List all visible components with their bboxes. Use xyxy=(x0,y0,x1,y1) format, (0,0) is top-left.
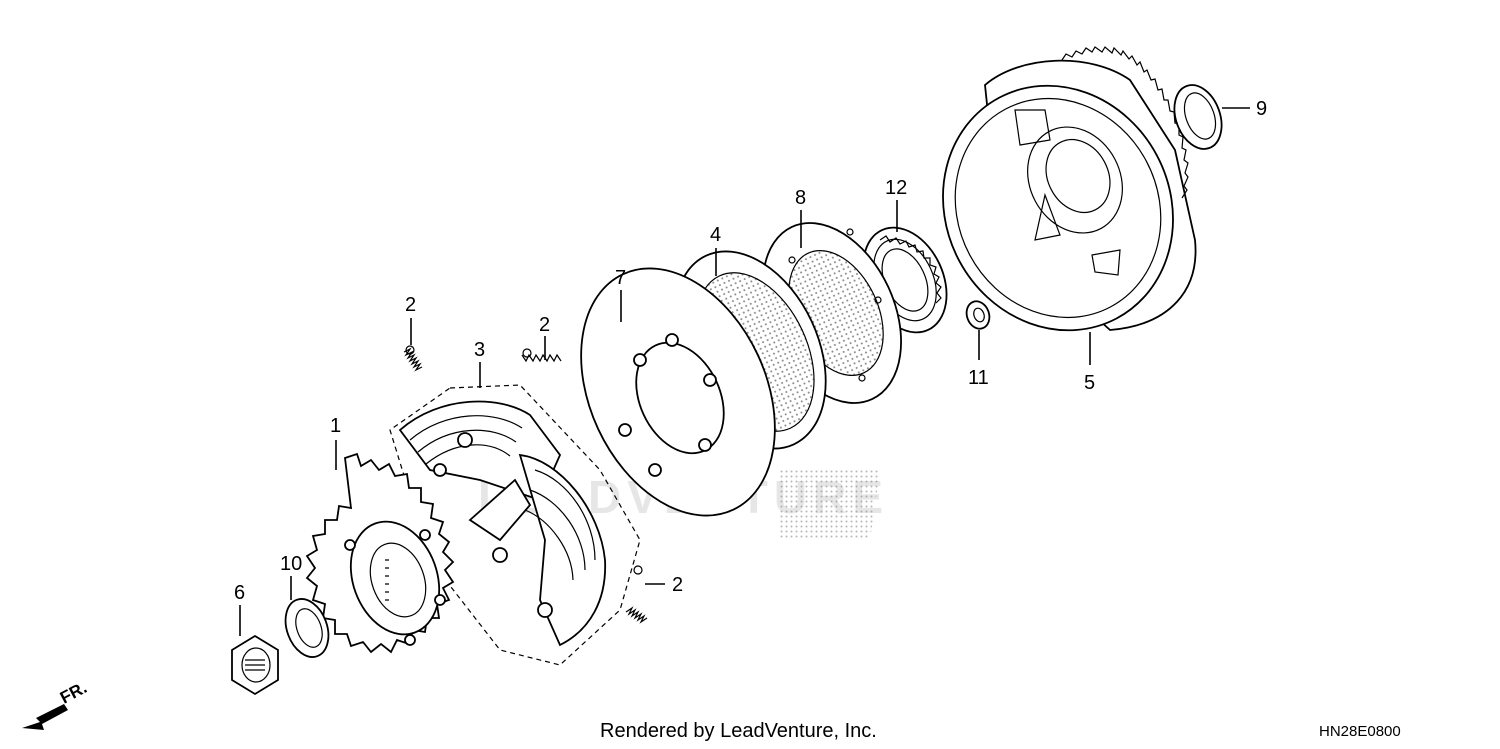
callout-8: 8 xyxy=(795,187,806,209)
stipple-shadow xyxy=(780,470,880,540)
part-2-spring-c[interactable] xyxy=(625,565,648,624)
callout-2: 2 xyxy=(539,314,550,336)
footer-credit: Rendered by LeadVenture, Inc. xyxy=(600,720,877,742)
part-11-collar[interactable] xyxy=(963,298,993,332)
fr-label: FR. xyxy=(57,678,90,708)
part-2-spring-a[interactable] xyxy=(403,345,423,372)
part-10-washer[interactable] xyxy=(278,593,336,663)
diagram-code: HN28E0800 xyxy=(1319,723,1401,740)
part-3-clutch-shoe-assembly[interactable] xyxy=(389,384,641,666)
front-direction-indicator: FR. xyxy=(22,678,90,730)
callout-4: 4 xyxy=(710,224,721,246)
callout-9: 9 xyxy=(1256,98,1267,120)
callout-6: 6 xyxy=(234,582,245,604)
front-arrow-icon xyxy=(22,704,68,730)
callout-3: 3 xyxy=(474,339,485,361)
callout-5: 5 xyxy=(1084,372,1095,394)
part-7-friction-disc[interactable] xyxy=(543,237,812,547)
leader-lines xyxy=(239,107,1250,636)
part-2-spring-b[interactable] xyxy=(521,348,562,363)
callout-1: 1 xyxy=(330,415,341,437)
callout-labels: 1 2 2 2 3 4 5 6 7 8 9 10 11 12 xyxy=(234,98,1267,604)
part-9-washer[interactable] xyxy=(1166,78,1230,155)
callout-12: 12 xyxy=(885,177,907,199)
callout-2: 2 xyxy=(405,294,416,316)
callout-11: 11 xyxy=(968,367,989,389)
callout-10: 10 xyxy=(280,553,302,575)
callout-2: 2 xyxy=(672,574,683,596)
part-6-nut[interactable] xyxy=(231,634,279,696)
part-1-drive-plate[interactable] xyxy=(305,452,455,654)
part-5-clutch-outer[interactable] xyxy=(900,45,1215,371)
callout-7: 7 xyxy=(615,267,626,289)
